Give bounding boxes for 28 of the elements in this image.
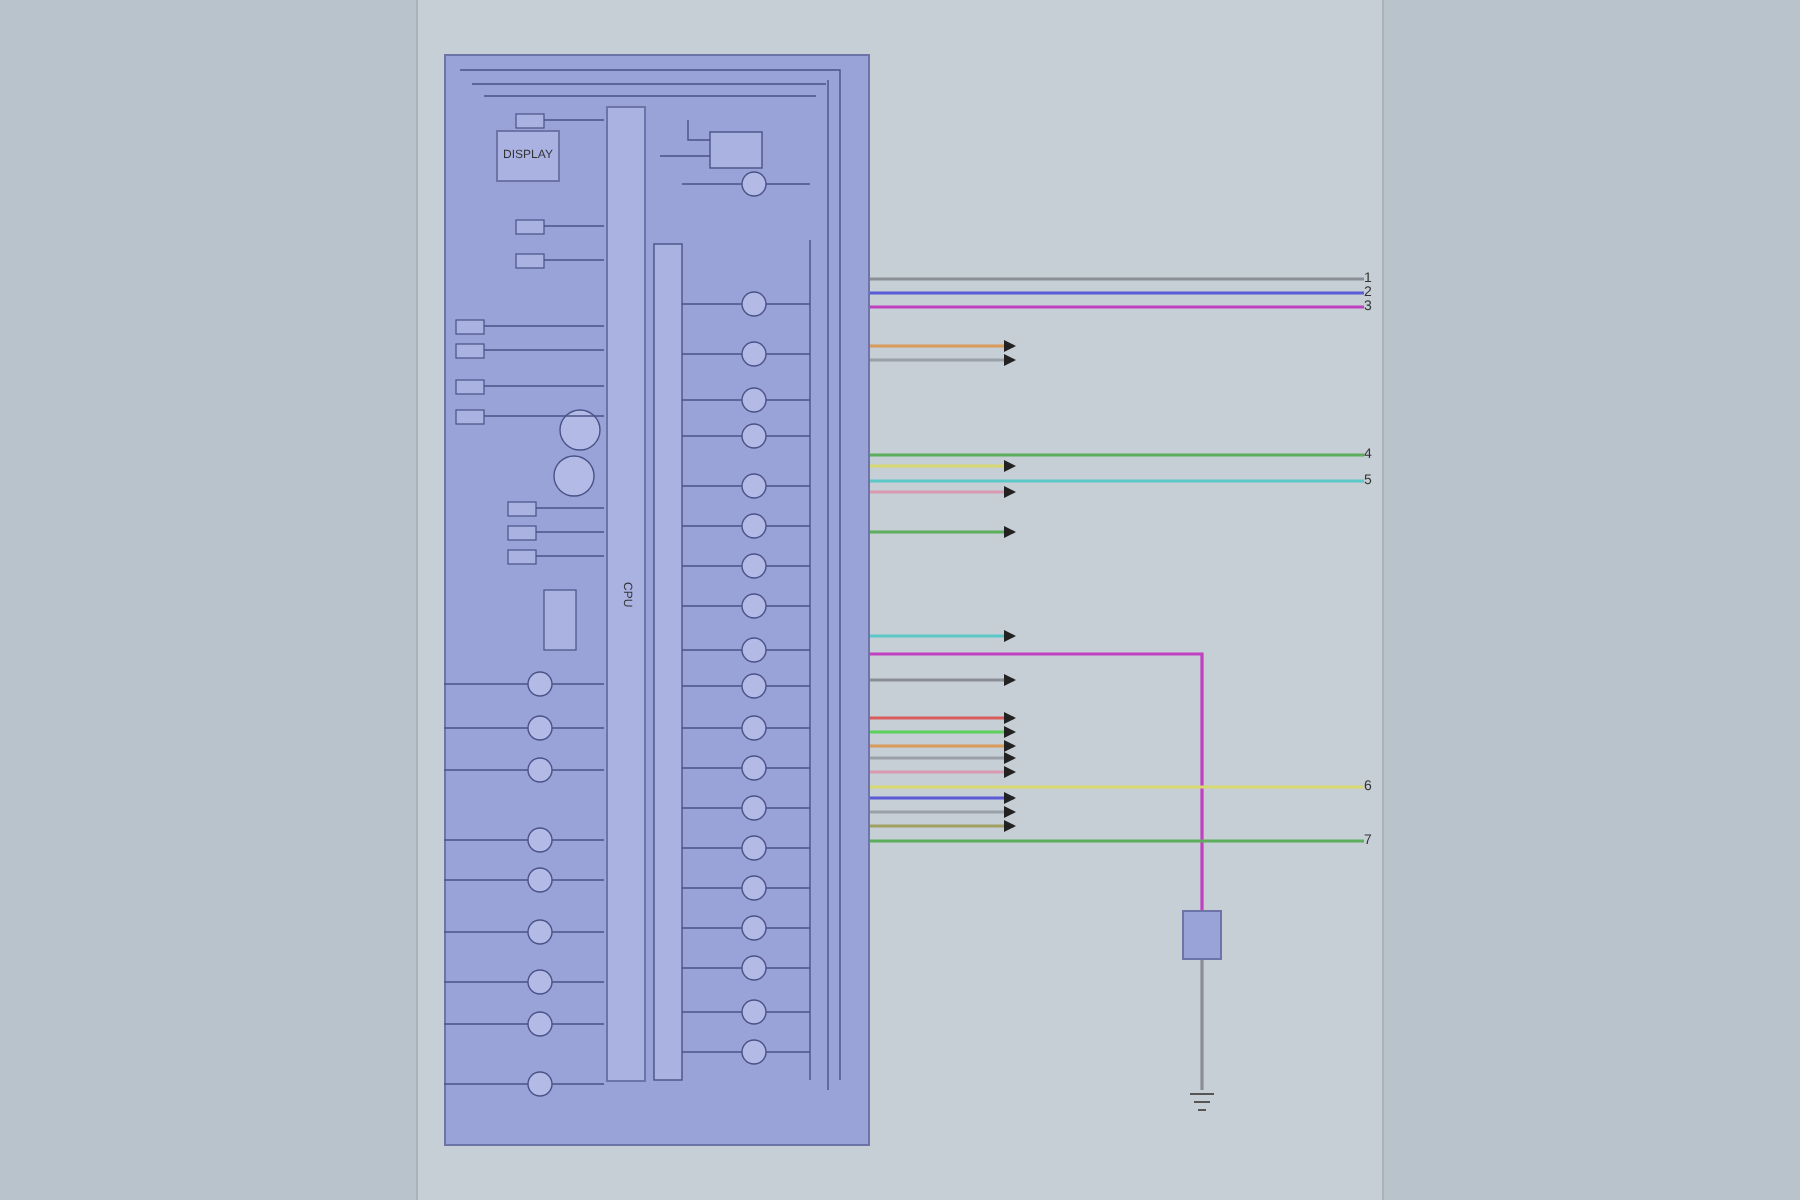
wire <box>870 652 1204 910</box>
wire <box>870 460 1016 472</box>
wire <box>870 277 1364 281</box>
wire <box>870 630 1016 642</box>
wire <box>870 674 1016 686</box>
wire <box>1200 960 1204 1090</box>
display-box <box>496 130 560 182</box>
wire <box>870 453 1364 457</box>
switch-box <box>1182 910 1222 960</box>
wire <box>870 726 1016 738</box>
wire <box>870 752 1016 764</box>
wire <box>870 740 1016 752</box>
wire <box>870 486 1016 498</box>
wire <box>870 354 1016 366</box>
wire <box>870 766 1016 778</box>
wire <box>870 806 1016 818</box>
wire <box>870 305 1364 309</box>
wire <box>870 340 1016 352</box>
wire <box>870 820 1016 832</box>
wire <box>870 291 1364 295</box>
ground-symbol <box>1188 1090 1216 1114</box>
wire <box>870 839 1364 843</box>
wire <box>870 479 1364 483</box>
wire <box>870 526 1016 538</box>
processor-bar <box>606 106 646 1082</box>
wire <box>870 712 1016 724</box>
wire <box>870 785 1364 789</box>
wire <box>870 792 1016 804</box>
